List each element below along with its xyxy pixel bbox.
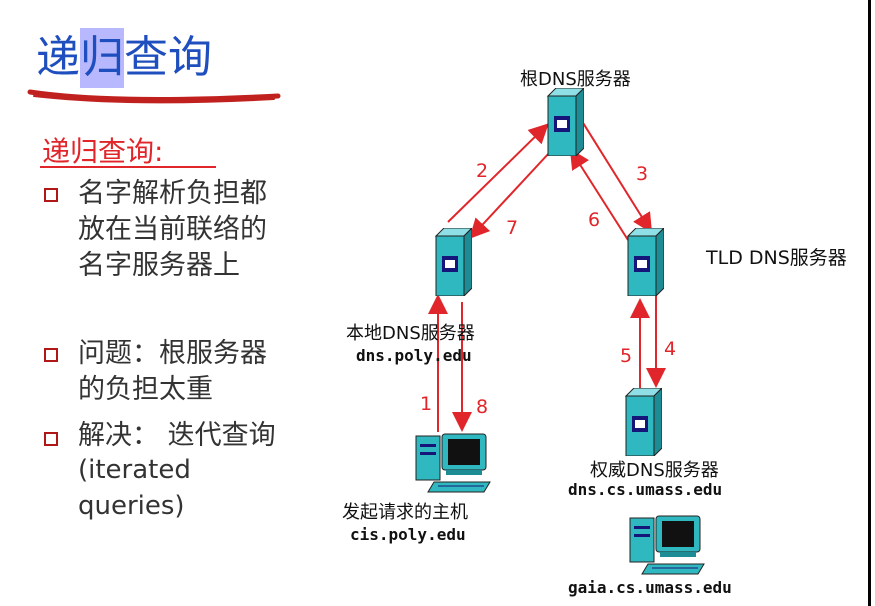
- destination-host-name: gaia.cs.umass.edu: [568, 578, 732, 597]
- requesting-host-name: cis.poly.edu: [350, 525, 466, 544]
- subheading-underline: [40, 166, 216, 168]
- step-number-2: 2: [476, 160, 489, 182]
- bullet-text-3-english: (iterated queries): [78, 455, 191, 521]
- arrow-step-2: [447, 123, 549, 223]
- root-dns-server-icon: [546, 88, 584, 156]
- title-underline-stroke: [27, 89, 281, 104]
- tld-dns-server-icon: [626, 228, 664, 296]
- authoritative-dns-server-host: dns.cs.umass.edu: [568, 480, 723, 499]
- local-dns-server-icon: [434, 228, 472, 296]
- title-highlighted-char: 归: [80, 28, 124, 88]
- slide-title: 递归查询: [36, 28, 212, 88]
- subheading: 递归查询:: [42, 135, 164, 168]
- local-dns-server-host: dns.poly.edu: [356, 346, 472, 365]
- step-number-1: 1: [420, 393, 433, 415]
- authoritative-dns-server-icon: [624, 388, 662, 456]
- destination-host-computer-icon: [629, 515, 705, 575]
- bullet-text-2: 问题：根服务器 的负担太重: [78, 338, 267, 405]
- title-part-3: 查询: [124, 32, 212, 83]
- requesting-host-computer-icon: [415, 433, 491, 493]
- title-part-1: 递: [36, 32, 80, 83]
- step-number-4: 4: [664, 338, 677, 360]
- bullet-marker: [44, 432, 58, 446]
- bullet-marker: [44, 188, 58, 202]
- step-number-3: 3: [636, 163, 649, 185]
- step-number-7: 7: [506, 217, 519, 239]
- root-dns-server-label: 根DNS服务器: [520, 69, 631, 90]
- tld-dns-server-label: TLD DNS服务器: [706, 247, 847, 269]
- step-number-5: 5: [620, 345, 633, 367]
- step-number-8: 8: [476, 396, 489, 418]
- slide-right-border: [868, 0, 871, 606]
- local-dns-server-label: 本地DNS服务器: [346, 323, 475, 344]
- step-number-6: 6: [588, 209, 601, 231]
- authoritative-dns-server-label: 权威DNS服务器: [590, 460, 719, 481]
- bullet-text-1: 名字解析负担都 放在当前联络的 名字服务器上: [78, 178, 267, 281]
- requesting-host-label: 发起请求的主机: [342, 502, 468, 523]
- bullet-marker: [44, 348, 58, 362]
- bullet-text-3: 解决： 迭代查询: [78, 420, 276, 451]
